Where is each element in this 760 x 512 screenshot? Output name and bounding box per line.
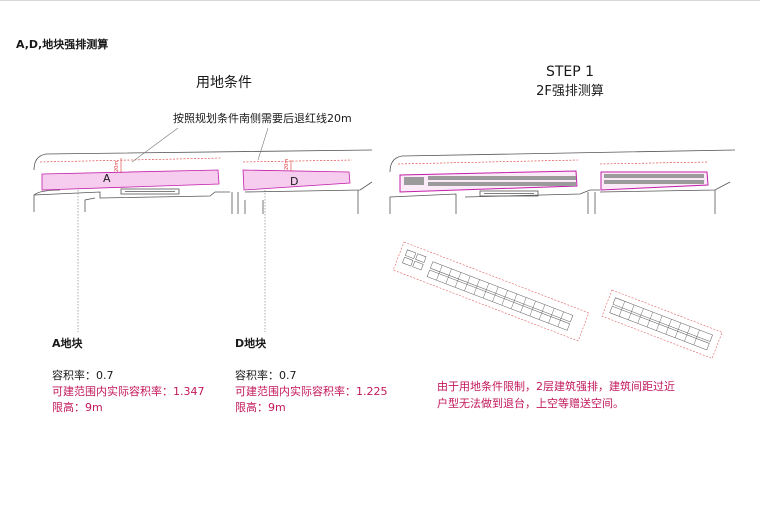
plot-a-height-limit: 限高：9m <box>52 401 103 414</box>
page-title: A,D,地块强排测算 <box>16 38 109 51</box>
plot-a-far: 容积率：0.7 <box>52 369 114 382</box>
plot-d-far: 容积率：0.7 <box>235 369 297 382</box>
plot-d-actual-far: 可建范围内实际容积率：1.225 <box>235 385 388 398</box>
conclusion-note: 由于用地条件限制，2层建筑强排，建筑间距过近 户型无法做到退台，上空等赠送空间。 <box>437 378 675 412</box>
plot-d-label: D <box>290 175 299 188</box>
left-redline <box>39 157 353 163</box>
plot-a-actual-far: 可建范围内实际容积率：1.347 <box>52 385 205 398</box>
conclusion-line-1: 由于用地条件限制，2层建筑强排，建筑间距过近 <box>437 380 675 393</box>
step-heading: STEP 1 <box>545 64 595 80</box>
plot-d-area <box>242 169 351 191</box>
step-subtitle: 2F强排测算 <box>536 84 604 99</box>
setback-note: 按照规划条件南侧需要后退红线20m <box>173 112 352 125</box>
buildings-d-strip <box>604 174 704 184</box>
plot-a-area <box>41 169 220 191</box>
plot-d-name: D地块 <box>235 337 267 350</box>
dim-markers <box>120 158 292 173</box>
left-site-plan <box>33 149 373 214</box>
plot-d-info: D地块 容积率：0.7 可建范围内实际容积率：1.225 限高：9m <box>235 336 388 416</box>
plot-a-label: A <box>103 172 111 185</box>
dim-label-d: 20m <box>284 159 290 170</box>
enlarged-parcel-d <box>601 289 723 359</box>
top-divider <box>0 0 760 1</box>
dim-label-a: 20m <box>114 161 120 172</box>
buildings-a-strip <box>404 176 576 186</box>
site-conditions-heading: 用地条件 <box>196 75 252 91</box>
plot-a-name: A地块 <box>52 337 83 350</box>
enlarged-parcel-a <box>392 241 590 342</box>
plot-d-height-limit: 限高：9m <box>235 401 286 414</box>
conclusion-line-2: 户型无法做到退台，上空等赠送空间。 <box>437 397 624 410</box>
right-site-plan <box>389 149 736 214</box>
plot-a-info: A地块 容积率：0.7 可建范围内实际容积率：1.347 限高：9m <box>52 336 205 416</box>
plot-a-area-right <box>399 170 578 193</box>
callout-lines <box>77 127 269 332</box>
